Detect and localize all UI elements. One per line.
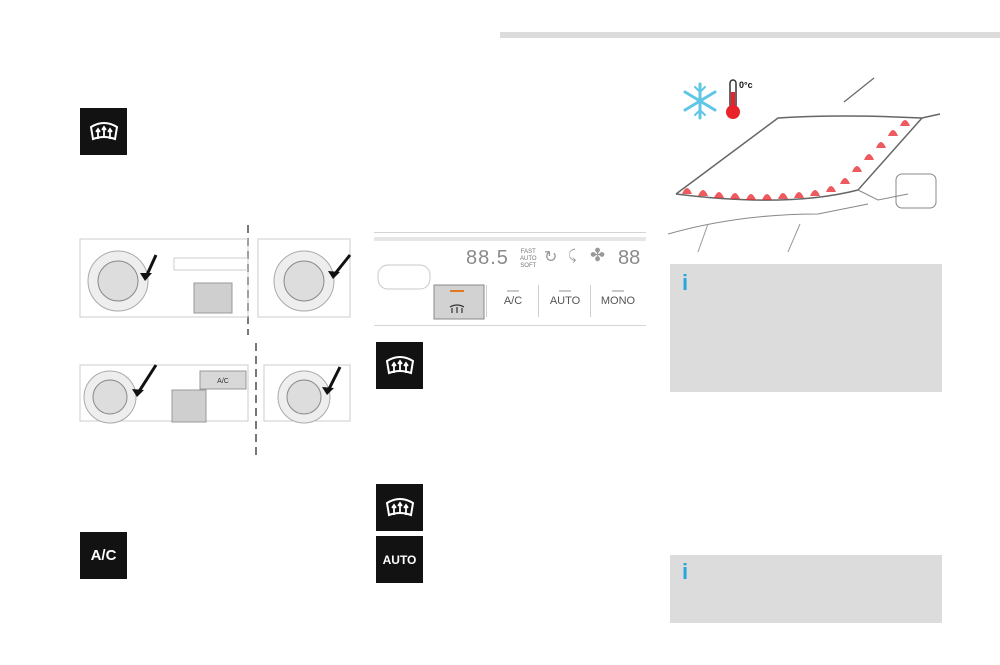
auto-icon: AUTO — [376, 536, 423, 583]
ac-button[interactable]: A/C — [486, 285, 539, 317]
panel-illustration-grid: A/C — [78, 225, 352, 455]
auto-button-label: AUTO — [549, 295, 581, 307]
header-rule — [500, 32, 1000, 38]
auto-icon-label: AUTO — [382, 552, 417, 567]
front-defrost-icon — [376, 342, 423, 389]
windscreen-defrost-illustration: 0°c — [667, 74, 942, 253]
info-note-box: i — [670, 264, 942, 392]
display-right-digits: 88 — [618, 247, 641, 269]
snowflake-icon — [683, 82, 717, 120]
small-ac-button-label: A/C — [217, 378, 229, 385]
front-defrost-icon — [80, 108, 127, 155]
info-note-box: i — [670, 555, 942, 623]
display-fan-mode: FAST AUTO SOFT — [520, 249, 537, 270]
info-icon: i — [682, 270, 689, 295]
display-temperature: 88.5 — [466, 247, 509, 269]
display-mode-fast: FAST — [520, 249, 536, 255]
climate-control-panel: 88.5 FAST AUTO SOFT ↻ ⤹ ✤ 88 A/C AUTO MO… — [374, 232, 646, 326]
front-defrost-icon — [376, 484, 423, 531]
display-mode-soft: SOFT — [520, 263, 537, 269]
auto-button[interactable]: AUTO — [538, 285, 591, 317]
mono-button-label: MONO — [600, 295, 636, 307]
ac-icon-label: A/C — [90, 547, 117, 564]
info-icon: i — [682, 559, 689, 584]
display-mode-auto: AUTO — [520, 256, 537, 262]
air-distribution-icon: ⤹ — [568, 247, 577, 263]
ac-button-label: A/C — [503, 295, 523, 307]
mono-button[interactable]: MONO — [590, 285, 645, 317]
zero-degrees-label: 0°c — [739, 80, 753, 90]
recirculation-icon: ↻ — [544, 249, 558, 266]
ac-icon: A/C — [80, 532, 127, 579]
fan-icon: ✤ — [590, 245, 606, 265]
